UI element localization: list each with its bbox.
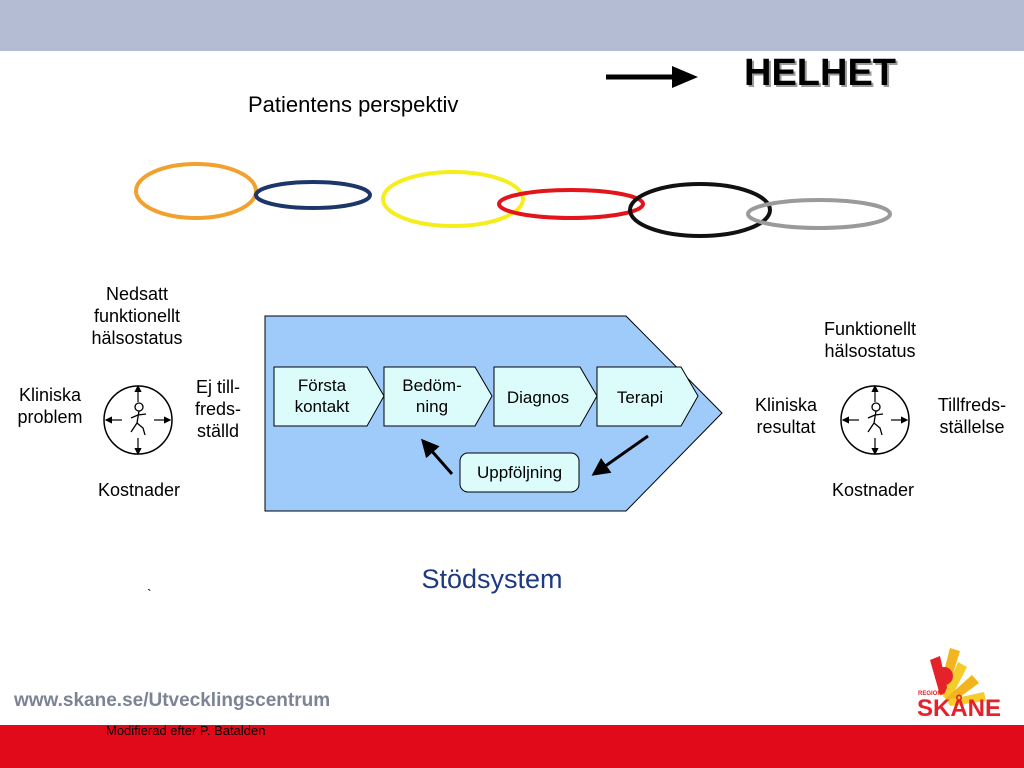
right-right-label: Tillfreds- ställelse — [924, 394, 1020, 438]
stray-mark: ` — [147, 586, 152, 602]
label-line: resultat — [756, 417, 816, 437]
right-compass-icon — [840, 384, 910, 456]
right-left-label: Kliniska resultat — [742, 394, 830, 438]
arrow-followup-to-assessment-icon — [421, 438, 454, 475]
step-diagnosis-shape — [493, 366, 598, 427]
step-first-contact: Första kontakt — [276, 375, 368, 417]
step-line: Bedöm- — [402, 376, 462, 395]
step-assessment-shape — [383, 366, 493, 427]
step-diagnosis: Diagnos — [494, 387, 582, 408]
left-left-label: Kliniska problem — [4, 384, 96, 428]
support-system-title: Stödsystem — [421, 564, 563, 594]
logo-skane-text: SKÅNE — [917, 694, 1001, 722]
arrow-therapy-to-followup-icon — [591, 434, 649, 476]
ring-red — [497, 188, 645, 220]
top-band — [0, 0, 1024, 51]
helhet-title: HELHET — [744, 52, 896, 94]
right-bottom-label: Kostnader — [831, 480, 915, 500]
label-line: Nedsatt — [105, 284, 169, 304]
step-therapy: Terapi — [598, 387, 682, 408]
step-line: Första — [297, 376, 347, 395]
right-top-label: Funktionellt hälsostatus — [808, 318, 932, 362]
patient-perspective-label: Patientens perspektiv — [248, 92, 459, 117]
label-line: ställelse — [939, 417, 1005, 437]
region-skane-logo: REGION SKÅNE — [917, 648, 1001, 722]
label-line: hälsostatus — [91, 328, 183, 348]
left-bottom-label: Kostnader — [97, 480, 181, 500]
left-top-label: Nedsatt funktionellt hälsostatus — [79, 283, 195, 349]
step-line: ning — [415, 397, 449, 416]
website-url: www.skane.se/Utvecklingscentrum — [14, 690, 331, 711]
logo-region-text: REGION — [918, 691, 942, 697]
credit-text: Modifierad efter P. Batalden — [106, 723, 266, 738]
follow-up-label: Uppföljning — [476, 463, 563, 482]
ring-gray — [746, 198, 892, 230]
walking-person-icon — [130, 402, 147, 436]
chain-rings — [134, 162, 892, 238]
label-line: ställd — [196, 421, 240, 441]
follow-up-box — [459, 452, 580, 493]
step-first-contact-shape — [273, 366, 385, 427]
left-compass-icon — [103, 384, 173, 456]
label-line: freds- — [194, 399, 241, 419]
ring-black — [628, 182, 772, 238]
bottom-band — [0, 725, 1024, 768]
helhet-arrow-icon — [606, 66, 698, 88]
label-line: Funktionellt — [823, 319, 917, 339]
ring-yellow — [381, 170, 525, 228]
step-line: kontakt — [294, 397, 350, 416]
label-line: Kliniska — [18, 385, 82, 405]
ring-navy — [254, 180, 372, 210]
step-assessment: Bedöm- ning — [386, 375, 478, 417]
ring-orange — [134, 162, 258, 220]
label-line: Tillfreds- — [937, 395, 1007, 415]
walking-person-icon — [867, 402, 884, 436]
step-therapy-shape — [596, 366, 699, 427]
label-line: Kliniska — [754, 395, 818, 415]
label-line: hälsostatus — [824, 341, 916, 361]
label-line: problem — [17, 407, 83, 427]
step-line: Diagnos — [506, 388, 570, 407]
step-line: Terapi — [616, 388, 664, 407]
left-right-label: Ej till- freds- ställd — [186, 376, 250, 442]
label-line: funktionellt — [93, 306, 181, 326]
label-line: Ej till- — [196, 377, 240, 397]
